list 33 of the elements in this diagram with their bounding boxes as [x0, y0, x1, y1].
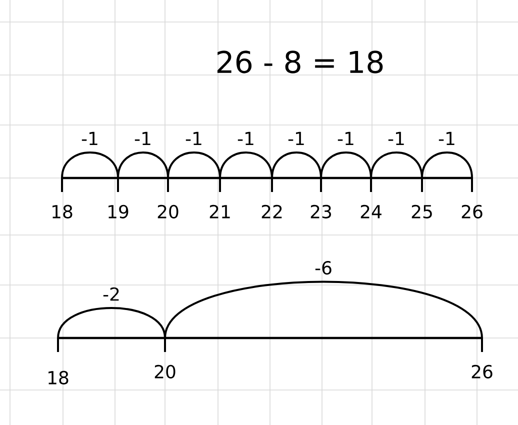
number-label: 23: [310, 204, 331, 218]
edge-label: -1: [338, 132, 354, 146]
number-label: 20: [158, 204, 178, 218]
number-label: 18: [52, 204, 72, 218]
number-label: 26: [472, 364, 492, 378]
hop-arc: [167, 152, 221, 178]
number-label: 21: [210, 204, 230, 218]
edge-label: -1: [388, 132, 404, 146]
hop-arc: [370, 152, 423, 178]
edge-label: -1: [438, 132, 454, 146]
edge-label: -6: [315, 260, 332, 275]
edge-label: -1: [288, 132, 304, 146]
number-label: 24: [360, 204, 382, 218]
number-label: 18: [48, 370, 68, 384]
number-label: 19: [108, 204, 128, 218]
edge-label: -1: [186, 132, 202, 146]
hop-arc: [164, 280, 483, 338]
number-label: 25: [412, 204, 432, 218]
number-label: 20: [154, 364, 176, 378]
equation-title: 26 - 8 = 18: [217, 50, 383, 74]
hop-arc: [271, 152, 322, 178]
edge-label: -1: [134, 132, 150, 146]
hop-arc: [320, 152, 372, 178]
hop-arc: [219, 152, 273, 178]
edge-label: -2: [103, 287, 119, 301]
edge-label: -1: [238, 132, 254, 146]
number-label: 22: [262, 204, 282, 218]
hop-arc: [61, 152, 119, 178]
number-label: 26: [462, 204, 482, 218]
edge-label: -1: [82, 132, 98, 146]
hop-arc: [117, 152, 169, 178]
hop-arc: [421, 152, 473, 178]
hop-arc: [57, 307, 166, 338]
